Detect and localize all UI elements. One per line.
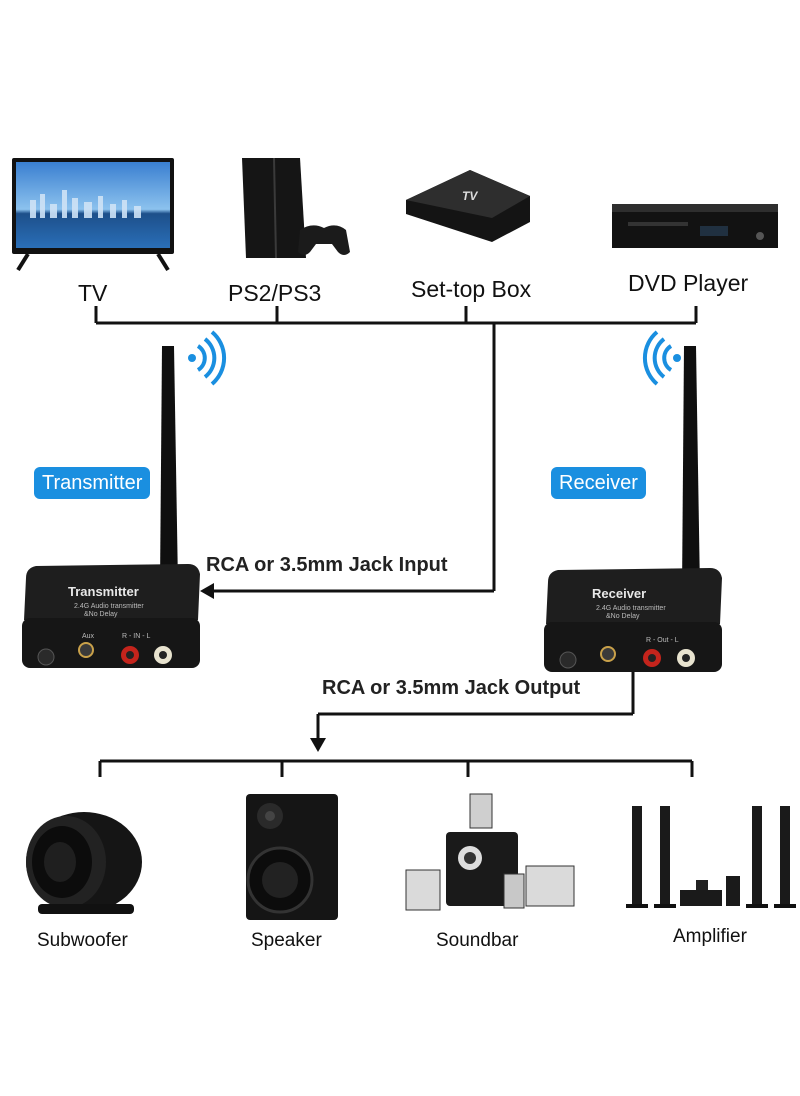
subwoofer-image [26, 812, 142, 914]
transmitter-face-label: Transmitter [68, 584, 139, 599]
subwoofer-label: Subwoofer [37, 930, 128, 951]
amplifier-image [626, 806, 796, 908]
dvd-player-image [612, 204, 778, 248]
soundbar-image [405, 793, 575, 911]
settop-box-image: TV [406, 170, 530, 242]
ps-console-image [242, 157, 350, 259]
settop-logo: TV [462, 189, 478, 203]
svg-text:R - IN - L: R - IN - L [122, 633, 150, 640]
svg-text:2.4G Audio transmitter: 2.4G Audio transmitter [74, 603, 144, 610]
receiver-face-label: Receiver [592, 586, 646, 601]
svg-text:&No Delay: &No Delay [606, 613, 640, 620]
receiver-device: Receiver 2.4G Audio transmitter &No Dela… [544, 346, 722, 672]
soundbar-label: Soundbar [436, 930, 519, 951]
input-arrow-head [200, 583, 214, 599]
transmitter-badge: Transmitter [34, 467, 151, 499]
svg-text:R - Out - L: R - Out - L [646, 637, 679, 644]
input-label: RCA or 3.5mm Jack Input [206, 554, 448, 576]
svg-text:2.4G Audio transmitter: 2.4G Audio transmitter [596, 605, 666, 612]
output-label: RCA or 3.5mm Jack Output [322, 677, 581, 699]
amplifier-label: Amplifier [673, 926, 747, 947]
wifi-right-icon [642, 330, 681, 386]
settop-label: Set-top Box [411, 276, 532, 302]
wifi-left-icon [188, 330, 227, 386]
transmitter-device: Transmitter 2.4G Audio transmitter &No D… [22, 346, 200, 668]
receiver-badge: Receiver [551, 467, 646, 499]
dvd-label: DVD Player [628, 270, 749, 296]
svg-text:Aux: Aux [82, 633, 95, 640]
speaker-label: Speaker [251, 930, 322, 951]
ps-label: PS2/PS3 [228, 280, 322, 306]
tv-image [12, 158, 174, 272]
svg-text:&No Delay: &No Delay [84, 611, 118, 618]
tv-label: TV [78, 280, 108, 306]
output-arrow-head [310, 738, 326, 752]
speaker-image [246, 794, 338, 920]
